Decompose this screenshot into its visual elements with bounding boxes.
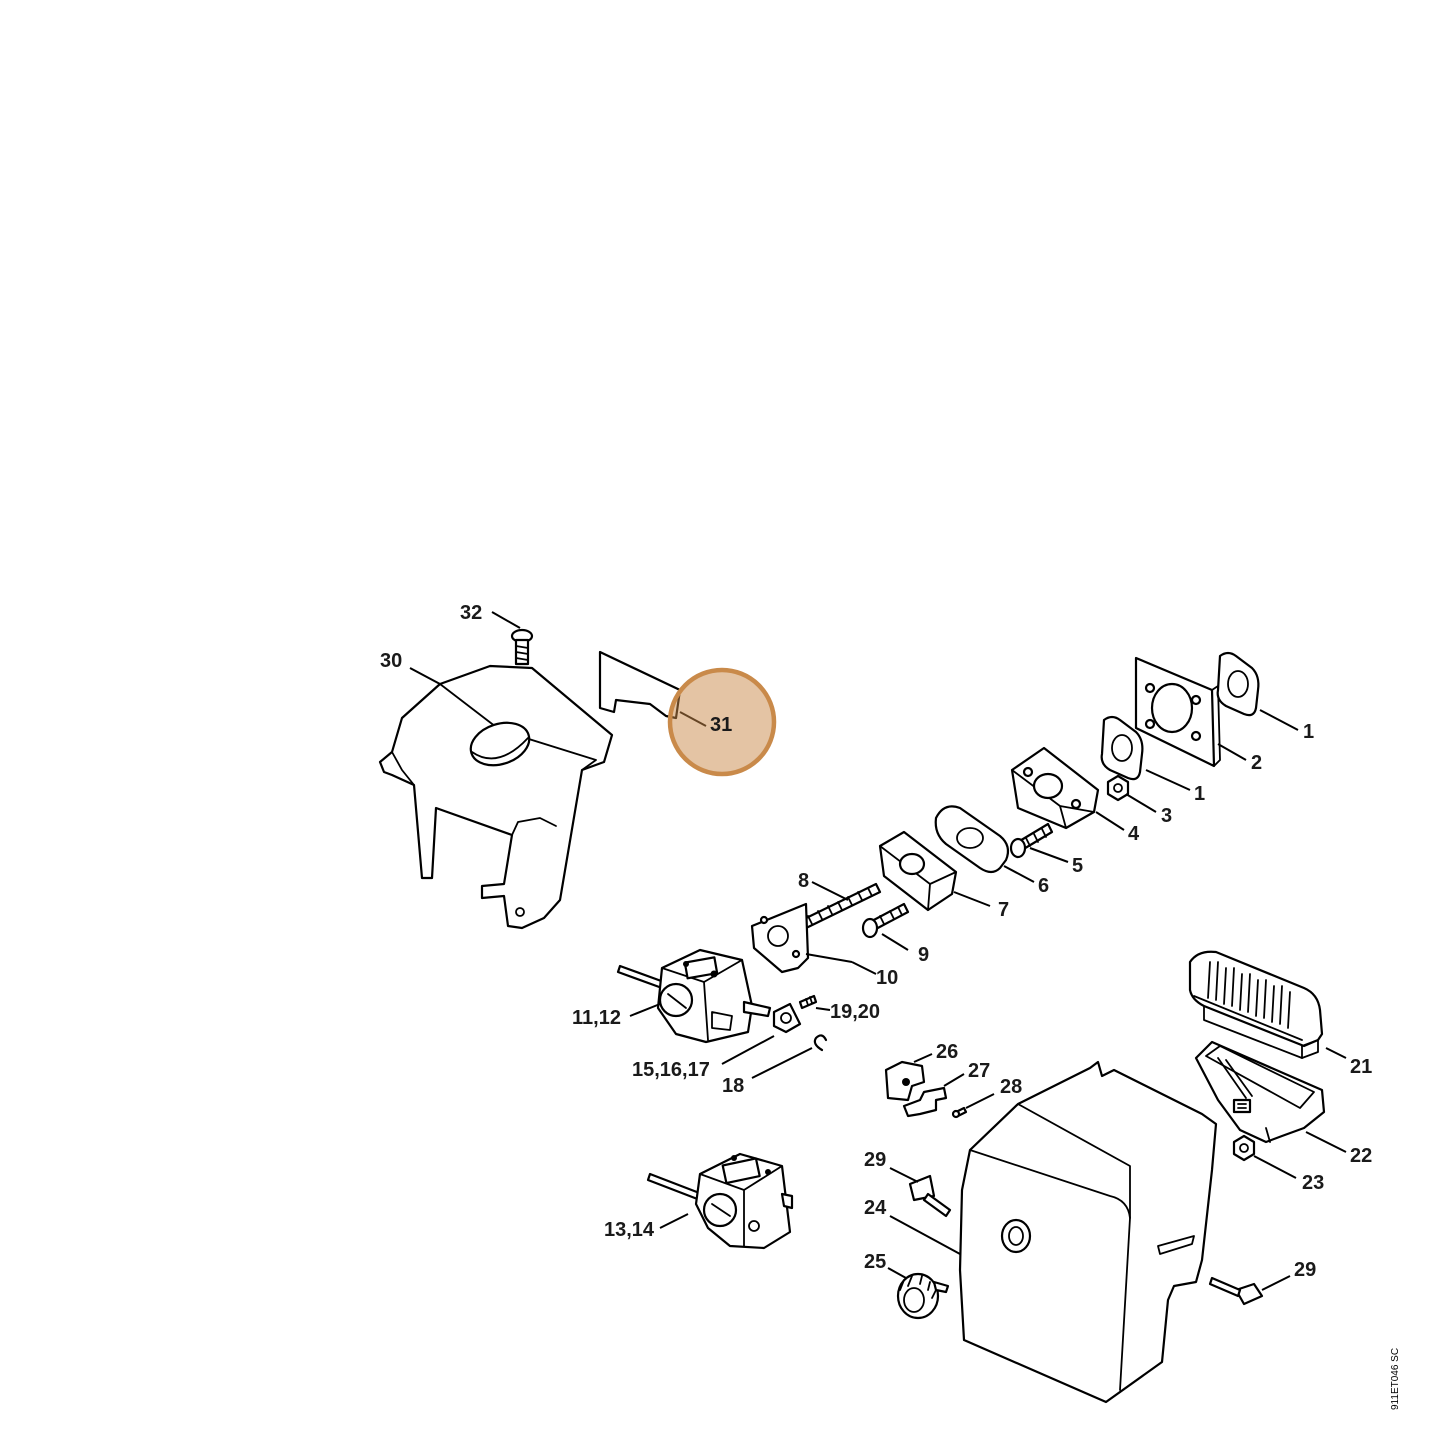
callout-25[interactable]: 25 xyxy=(864,1251,886,1273)
callout-28[interactable]: 28 xyxy=(1000,1076,1022,1098)
part-28-screw[interactable] xyxy=(951,1106,968,1119)
leader-lines xyxy=(409,611,1347,1291)
callout-23[interactable]: 23 xyxy=(1302,1172,1324,1194)
callout-9[interactable]: 9 xyxy=(918,944,929,966)
callout-19-20[interactable]: 19,20 xyxy=(830,1001,880,1023)
part-27-bracket[interactable] xyxy=(902,1086,948,1118)
callout-26[interactable]: 26 xyxy=(936,1041,958,1063)
part-6-gasket[interactable] xyxy=(934,805,1010,874)
callout-11-12[interactable]: 11,12 xyxy=(572,1007,621,1029)
callout-6[interactable]: 6 xyxy=(1038,875,1049,897)
part-25-nut[interactable] xyxy=(896,1272,950,1320)
callout-3[interactable]: 3 xyxy=(1161,805,1172,827)
part-10-gasket[interactable] xyxy=(750,902,810,974)
callout-29-left[interactable]: 29 xyxy=(864,1149,886,1171)
callout-24[interactable]: 24 xyxy=(864,1197,887,1219)
part-21-air-filter[interactable] xyxy=(1188,950,1324,1059)
callout-31[interactable]: 31 xyxy=(710,714,732,736)
callout-27[interactable]: 27 xyxy=(968,1060,990,1082)
part-5-screw[interactable] xyxy=(1009,822,1054,859)
part-26-knob[interactable] xyxy=(884,1060,926,1102)
part-2-heat-shield[interactable] xyxy=(1134,656,1221,768)
part-24-filter-cover[interactable] xyxy=(958,1060,1218,1404)
part-15-16-17-adjuster[interactable] xyxy=(772,1002,802,1034)
part-1-gasket-lower[interactable] xyxy=(1100,715,1144,781)
callout-2[interactable]: 2 xyxy=(1251,752,1262,774)
part-3-nut[interactable] xyxy=(1106,774,1130,802)
part-22-filter-base[interactable] xyxy=(1194,1040,1326,1144)
callout-1-lower[interactable]: 1 xyxy=(1194,783,1205,805)
reference-code: 911ET046 SC xyxy=(1390,1348,1401,1410)
callout-15-16-17[interactable]: 15,16,17 xyxy=(632,1059,710,1081)
callout-7[interactable]: 7 xyxy=(998,899,1009,921)
callout-22[interactable]: 22 xyxy=(1350,1145,1372,1167)
part-13-14-carburetor[interactable] xyxy=(646,1152,794,1250)
callout-4[interactable]: 4 xyxy=(1128,823,1140,845)
part-9-screw[interactable] xyxy=(861,902,910,939)
callout-29-right[interactable]: 29 xyxy=(1294,1259,1316,1281)
part-1-gasket-top[interactable] xyxy=(1216,651,1260,717)
callout-30[interactable]: 30 xyxy=(380,650,402,672)
part-31-plate[interactable] xyxy=(598,650,682,720)
part-29-pin-right[interactable] xyxy=(1208,1276,1264,1306)
callout-13-14[interactable]: 13,14 xyxy=(604,1219,655,1241)
part-4-flange[interactable] xyxy=(1010,746,1100,830)
part-11-12-carburetor[interactable] xyxy=(616,948,772,1044)
part-30-shroud[interactable] xyxy=(378,664,614,930)
callout-21[interactable]: 21 xyxy=(1350,1056,1372,1078)
callout-32[interactable]: 32 xyxy=(460,602,482,624)
part-19-20-screw[interactable] xyxy=(798,994,818,1010)
highlight-marker[interactable] xyxy=(667,667,777,777)
part-18-clip[interactable] xyxy=(813,1034,828,1052)
callout-18[interactable]: 18 xyxy=(722,1075,744,1097)
part-29-pin-left[interactable] xyxy=(908,1174,952,1218)
callout-1-top[interactable]: 1 xyxy=(1303,721,1314,743)
callout-5[interactable]: 5 xyxy=(1072,855,1083,877)
callout-10[interactable]: 10 xyxy=(876,967,898,989)
callout-8[interactable]: 8 xyxy=(798,870,809,892)
part-32-screw[interactable] xyxy=(510,628,534,666)
part-23-nut[interactable] xyxy=(1232,1134,1256,1162)
part-7-spacer[interactable] xyxy=(878,830,958,912)
callout-labels: 32 30 31 1 2 1 3 4 5 6 7 8 9 10 11,12 19… xyxy=(380,602,1372,1281)
